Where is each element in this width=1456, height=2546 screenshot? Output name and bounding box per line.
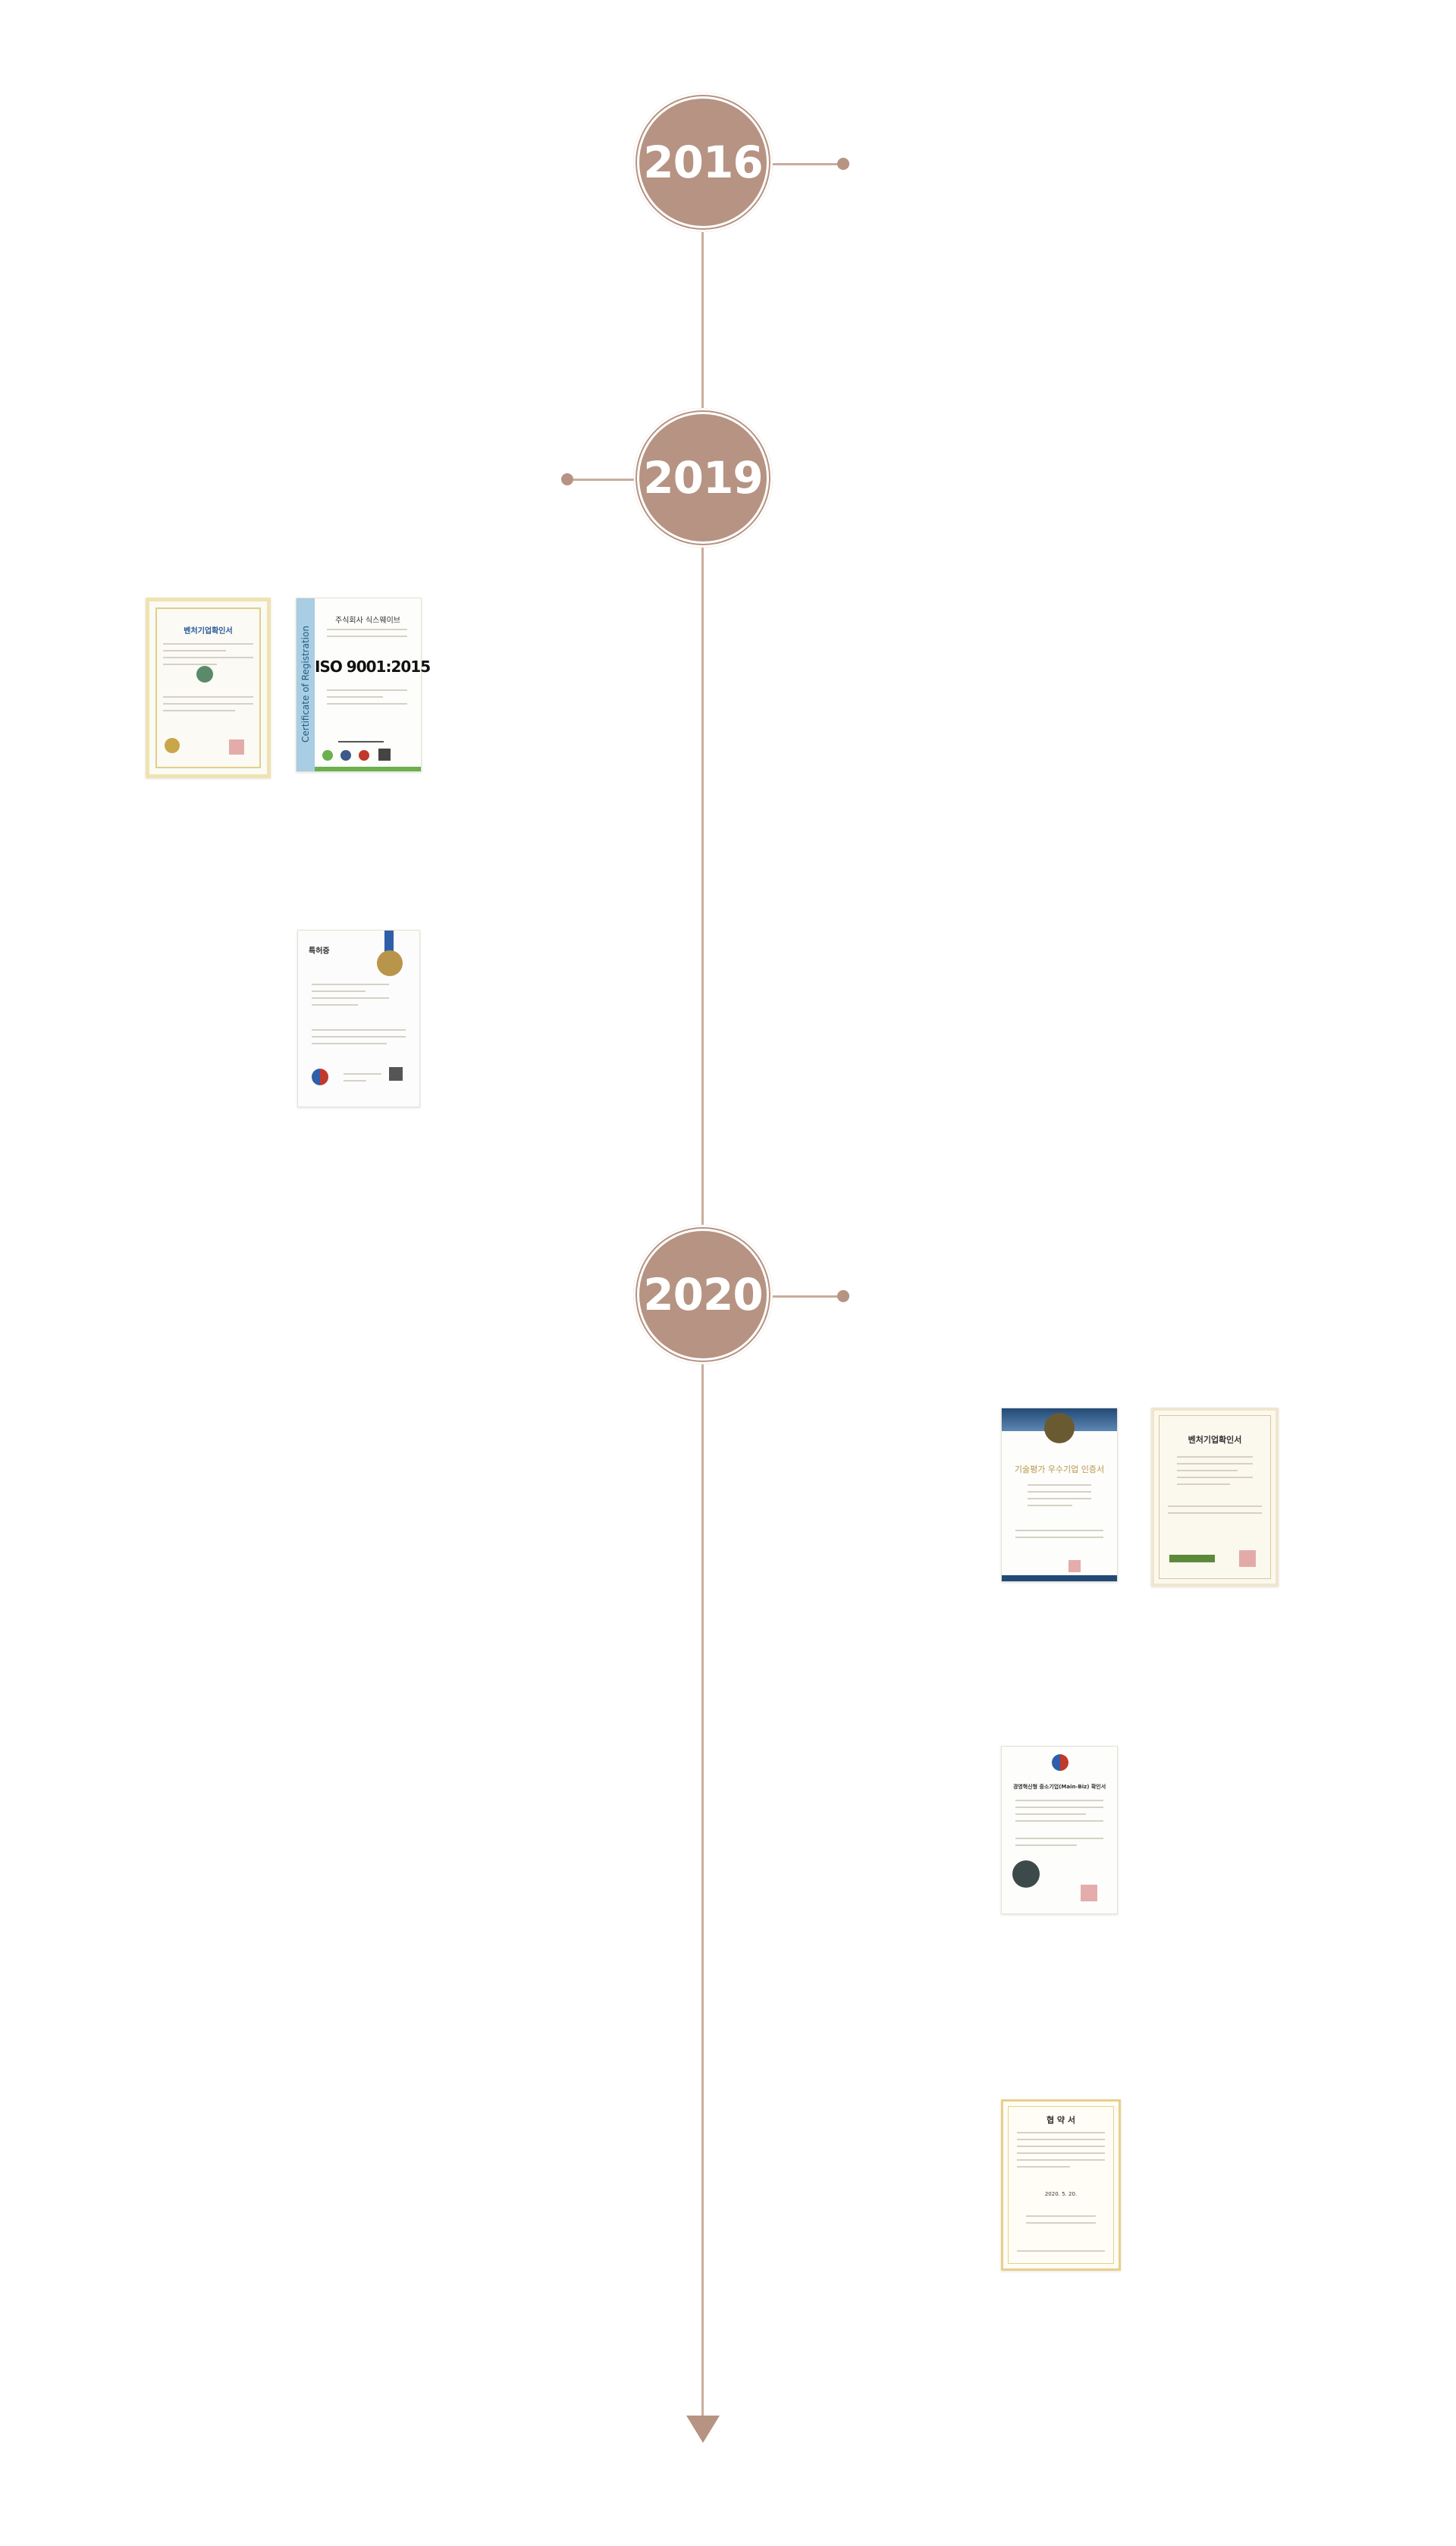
connector-line xyxy=(773,1295,843,1298)
certificate-company: 주식회사 식스웨이브 xyxy=(335,617,400,625)
certificate-title: 경영혁신형 중소기업(Main-Biz) 확인서 xyxy=(1012,1784,1106,1790)
flag-emblem-icon xyxy=(1052,1754,1068,1771)
year-label: 2016 xyxy=(643,137,763,188)
year-badge-2019: 2019 xyxy=(633,408,773,548)
certificate-title: 협 약 서 xyxy=(1046,2115,1076,2125)
connector-dot xyxy=(561,473,573,485)
qr-code-icon xyxy=(378,749,391,761)
emblem-icon xyxy=(1044,1413,1075,1443)
certificate-mainbiz-2020[interactable]: 경영혁신형 중소기업(Main-Biz) 확인서 xyxy=(1001,1746,1118,1914)
certificate-date: 2020. 5. 20. xyxy=(1044,2191,1078,2197)
stamp-icon xyxy=(229,739,244,755)
certificate-title: 벤처기업확인서 xyxy=(184,627,233,636)
certificate-title: 기술평가 우수기업 인증서 xyxy=(1014,1464,1105,1474)
stamp-icon xyxy=(1239,1550,1256,1567)
year-label: 2019 xyxy=(643,452,763,504)
connector-line xyxy=(773,163,843,165)
year-label: 2020 xyxy=(643,1269,763,1320)
stamp-icon xyxy=(1081,1885,1097,1901)
year-badge-2020: 2020 xyxy=(633,1225,773,1364)
certificate-agreement-2020[interactable]: 협 약 서 2020. 5. 20. xyxy=(1001,2099,1121,2271)
seal-icon xyxy=(196,666,213,683)
flag-emblem-icon xyxy=(312,1069,328,1085)
certificate-venture-2020[interactable]: 벤처기업확인서 xyxy=(1151,1408,1279,1587)
year-badge-2016: 2016 xyxy=(633,93,773,232)
certificate-tech-evaluation-2020[interactable]: 기술평가 우수기업 인증서 xyxy=(1001,1408,1118,1582)
certificate-iso-2019[interactable]: Certificate of Registration 주식회사 식스웨이브 I… xyxy=(296,598,431,772)
certificate-venture-2019[interactable]: 벤처기업확인서 xyxy=(146,598,271,778)
stamp-icon xyxy=(1068,1560,1081,1572)
certificate-title: 벤처기업확인서 xyxy=(1188,1435,1242,1445)
emblem-icon xyxy=(165,738,180,753)
certificate-patent-2019[interactable]: 특허증 xyxy=(297,930,420,1107)
ribbon-medal-icon xyxy=(377,950,403,976)
connector-line xyxy=(567,479,634,481)
qr-code-icon xyxy=(389,1067,403,1081)
certificate-title: 특허증 xyxy=(309,947,330,956)
seal-icon xyxy=(1012,1860,1040,1888)
certificate-headline: ISO 9001:2015 xyxy=(315,658,431,676)
certificate-side-text: Certificate of Registration xyxy=(300,626,311,742)
connector-dot xyxy=(837,158,849,170)
timeline-arrow-down-icon xyxy=(686,2416,720,2443)
connector-dot xyxy=(837,1290,849,1302)
